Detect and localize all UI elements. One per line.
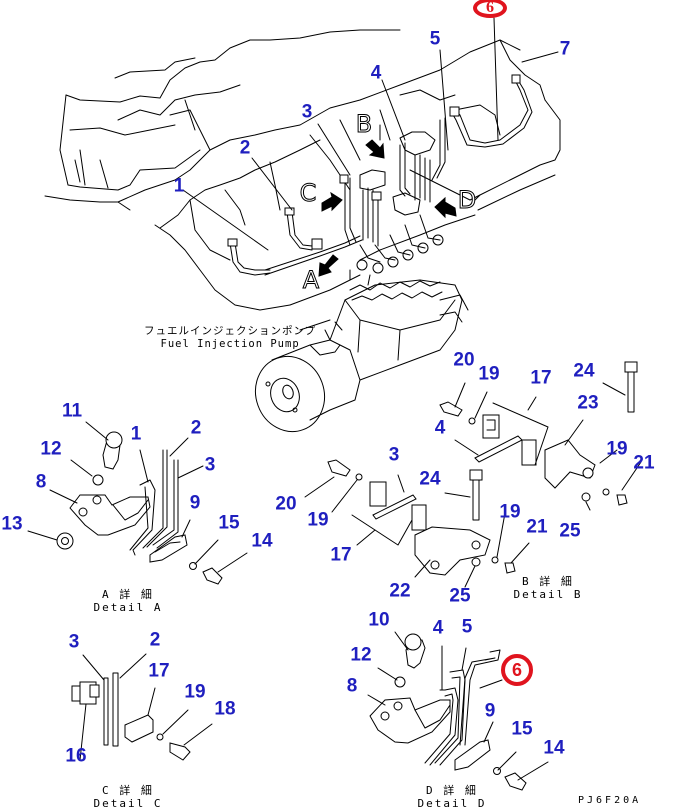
callout-c-3[interactable]: 3 — [68, 631, 80, 653]
drawing-number: PJ6F20A — [578, 795, 642, 806]
main-assembly-label-en: Fuel Injection Pump — [160, 338, 300, 350]
callout-main-1[interactable]: 1 — [173, 175, 185, 197]
callout-d-4[interactable]: 4 — [432, 617, 444, 639]
callout-main-3[interactable]: 3 — [301, 101, 313, 123]
callout-b-20-lower[interactable]: 20 — [275, 493, 297, 515]
view-marker-a: A — [302, 266, 320, 294]
main-assembly-label: フュエルインジェクションポンプ Fuel Injection Pump — [144, 325, 316, 351]
detail-b-caption-en: Detail B — [513, 588, 583, 601]
detail-a-caption-en: Detail A — [93, 601, 163, 614]
callout-a-8[interactable]: 8 — [35, 471, 47, 493]
callout-a-9[interactable]: 9 — [189, 492, 201, 514]
callout-d-14[interactable]: 14 — [543, 737, 565, 759]
callout-a-12[interactable]: 12 — [40, 438, 62, 460]
callout-a-15[interactable]: 15 — [218, 512, 240, 534]
callout-c-16[interactable]: 16 — [65, 745, 87, 767]
detail-b-caption-jp: B 詳 細 — [522, 575, 574, 588]
callout-d-15[interactable]: 15 — [511, 718, 533, 740]
callout-c-17[interactable]: 17 — [148, 660, 170, 682]
callout-b-22[interactable]: 22 — [389, 580, 411, 602]
fuel-piping-main — [182, 17, 559, 286]
callout-d-5[interactable]: 5 — [461, 616, 473, 638]
callout-b-4[interactable]: 4 — [434, 417, 446, 439]
detail-d-caption: D 詳 細 Detail D — [418, 784, 487, 810]
detail-d-caption-en: Detail D — [417, 797, 487, 810]
callout-d-10[interactable]: 10 — [368, 609, 390, 631]
detail-b-drawing — [304, 361, 642, 588]
callout-main-2[interactable]: 2 — [239, 137, 251, 159]
callout-c-19[interactable]: 19 — [184, 681, 206, 703]
callout-b-20-upper[interactable]: 20 — [453, 349, 475, 371]
detail-a-caption-jp: A 詳 細 — [102, 588, 154, 601]
view-marker-c: C — [299, 179, 317, 207]
callout-a-14[interactable]: 14 — [251, 530, 273, 552]
callout-a-11[interactable]: 11 — [61, 400, 83, 422]
detail-c-caption-en: Detail C — [93, 797, 163, 810]
callout-b-17-upper[interactable]: 17 — [530, 367, 552, 389]
callout-b-25-right[interactable]: 25 — [559, 520, 581, 542]
callout-main-6-highlighted[interactable]: 6 — [473, 0, 507, 18]
main-assembly-label-jp: フュエルインジェクションポンプ — [144, 325, 317, 337]
callout-main-5[interactable]: 5 — [429, 28, 441, 50]
fuel-injection-pump — [255, 279, 469, 433]
callout-b-19-upper[interactable]: 19 — [478, 363, 500, 385]
callout-c-18[interactable]: 18 — [214, 698, 236, 720]
detail-d-caption-jp: D 詳 細 — [426, 784, 478, 797]
callout-b-19-lower-left[interactable]: 19 — [307, 509, 329, 531]
view-marker-d: D — [457, 186, 477, 214]
detail-c-drawing — [71, 653, 213, 761]
callout-main-4[interactable]: 4 — [370, 62, 382, 84]
callout-b-24-upper[interactable]: 24 — [573, 360, 595, 382]
callout-main-7[interactable]: 7 — [559, 38, 571, 60]
callout-b-21-lower[interactable]: 21 — [526, 516, 548, 538]
callout-d-12[interactable]: 12 — [350, 644, 372, 666]
view-marker-b: B — [355, 110, 373, 138]
callout-a-3[interactable]: 3 — [204, 454, 216, 476]
detail-c-caption-jp: C 詳 細 — [102, 784, 154, 797]
callout-b-24-lower[interactable]: 24 — [419, 468, 441, 490]
callout-d-8[interactable]: 8 — [346, 675, 358, 697]
callout-a-13[interactable]: 13 — [1, 513, 23, 535]
callout-b-3[interactable]: 3 — [388, 444, 400, 466]
callout-b-19-lower[interactable]: 19 — [499, 501, 521, 523]
callout-a-1[interactable]: 1 — [130, 423, 142, 445]
callout-b-23[interactable]: 23 — [577, 392, 599, 414]
callout-b-19-right[interactable]: 19 — [606, 438, 628, 460]
detail-b-caption: B 詳 細 Detail B — [514, 575, 583, 601]
callout-b-17-lower[interactable]: 17 — [330, 544, 352, 566]
callout-d-6-highlighted[interactable]: 6 — [501, 654, 533, 686]
callout-b-21-right[interactable]: 21 — [633, 452, 655, 474]
callout-a-2[interactable]: 2 — [190, 417, 202, 439]
callout-c-2[interactable]: 2 — [149, 629, 161, 651]
detail-c-caption: C 詳 細 Detail C — [94, 784, 163, 810]
detail-a-drawing — [27, 421, 248, 585]
callout-d-9[interactable]: 9 — [484, 700, 496, 722]
callout-b-25-lower[interactable]: 25 — [449, 585, 471, 607]
detail-d-drawing — [367, 631, 549, 791]
detail-a-caption: A 詳 細 Detail A — [94, 588, 163, 614]
